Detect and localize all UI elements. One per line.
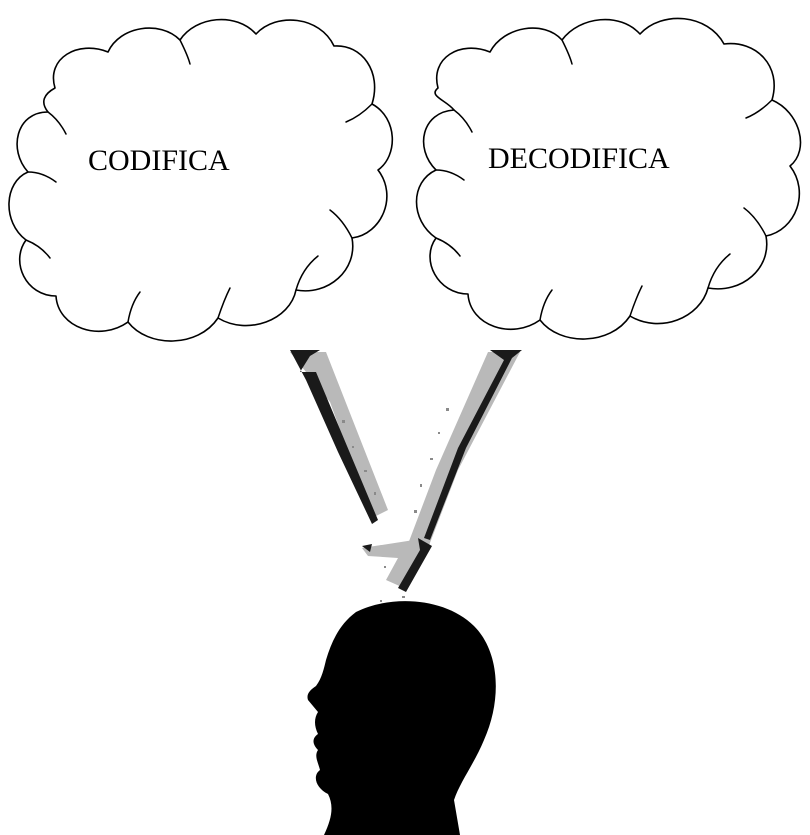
human-head-silhouette-icon	[307, 601, 495, 835]
cloud-decodifica-outline	[417, 18, 801, 339]
cloud-decodifica: DECODIFICA	[417, 18, 801, 339]
cloud-codifica: CODIFICA	[9, 20, 392, 341]
arrow-right-branch-shadow	[424, 350, 522, 540]
cloud-codifica-label: CODIFICA	[88, 144, 230, 177]
cloud-codifica-outline	[9, 20, 392, 341]
merging-arrow-icon	[290, 350, 522, 602]
cloud-decodifica-label: DECODIFICA	[488, 142, 670, 175]
